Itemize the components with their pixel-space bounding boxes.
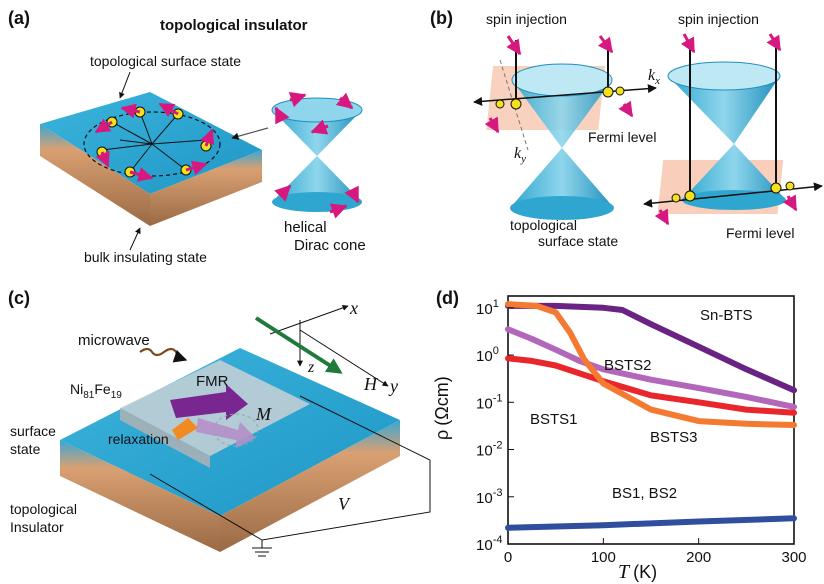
x-tick-label: 100 xyxy=(591,549,616,566)
series-label-sn-bts: Sn-BTS xyxy=(700,307,753,324)
surface-state-c-line2: state xyxy=(10,441,41,457)
field-arrow xyxy=(254,316,343,374)
slab-right-face xyxy=(150,150,262,226)
kx-label: kx xyxy=(648,67,660,87)
axis-y-label: y xyxy=(388,376,398,396)
panel-a-label: (a) xyxy=(8,8,30,28)
plot-ticks-group: 0 100 200 300 10-4 10-3 10-2 10-1 100 101 xyxy=(476,298,807,566)
microwave-wave xyxy=(139,347,188,363)
y-axis-title: ρ(Ωcm) xyxy=(432,376,452,440)
series-label-bsts2: BSTS2 xyxy=(604,357,652,374)
series-label-bsts3: BSTS3 xyxy=(650,429,698,446)
axis-z-label: z xyxy=(307,359,315,376)
ti-slab-c xyxy=(60,305,431,557)
fermi-level-left-label: Fermi level xyxy=(588,129,656,145)
surface-state-pointer xyxy=(119,71,131,99)
spin-injection-left-label: spin injection xyxy=(486,11,567,27)
series-line-bs1-bs2 xyxy=(505,515,797,531)
panel-b: (b) spin injection spin injection kx ky xyxy=(430,8,823,249)
plot-series-group xyxy=(505,301,797,531)
topological-insulator-c-line1: topological xyxy=(10,501,77,517)
surface-state-c-line1: surface xyxy=(10,423,56,439)
bulk-state-label: bulk insulating state xyxy=(84,249,207,265)
y-tick-label: 100 xyxy=(476,345,499,365)
tss-label-line2: surface state xyxy=(538,233,618,249)
relaxation-label: relaxation xyxy=(108,431,169,447)
series-line-bsts1 xyxy=(505,355,797,416)
spin-injection-right-label: spin injection xyxy=(678,11,759,27)
x-tick-label: 300 xyxy=(781,549,806,566)
panel-a-title: topological insulator xyxy=(160,17,308,34)
ky-label: ky xyxy=(514,145,526,165)
zoom-pointer xyxy=(231,127,269,140)
ti-slab-a xyxy=(40,92,262,226)
series-line-sn-bts xyxy=(505,302,797,394)
dirac-cone-right xyxy=(643,33,823,226)
plot-frame xyxy=(507,295,795,545)
relaxation-arrow xyxy=(172,418,198,440)
dirac-cone-a xyxy=(271,91,363,219)
fmr-arrow xyxy=(170,384,248,420)
series-label-bs1-bs2: BS1, BS2 xyxy=(612,485,677,502)
axis-x-label: x xyxy=(349,298,358,318)
slab-left-face xyxy=(40,124,150,226)
dirac-cone-label: Dirac cone xyxy=(294,237,366,254)
field-h-label: H xyxy=(363,374,378,394)
magnetization-m-label: M xyxy=(255,404,272,424)
panel-b-label: (b) xyxy=(430,8,453,28)
dirac-cone-left xyxy=(473,35,657,220)
fermi-level-right-label: Fermi level xyxy=(726,225,794,241)
panel-d-label: (d) xyxy=(436,288,459,308)
topological-insulator-c-line2: Insulator xyxy=(10,519,64,535)
helical-label: helical xyxy=(284,219,327,236)
y-tick-label: 10-2 xyxy=(476,440,502,460)
panel-a: (a) topological insulator topological su… xyxy=(8,8,366,265)
x-tick-label: 200 xyxy=(686,549,711,566)
y-tick-label: 10-3 xyxy=(476,487,502,507)
y-tick-label: 10-1 xyxy=(476,392,502,412)
panel-c-label: (c) xyxy=(8,288,30,308)
microwave-label: microwave xyxy=(78,332,150,349)
x-tick-label: 0 xyxy=(504,549,512,566)
panel-d-chart: (d) 0 100 200 300 10-4 10-3 10-2 10-1 100 101 ρ(Ω… xyxy=(432,288,807,583)
nife-label: Ni81Fe19 xyxy=(70,381,122,401)
series-label-bsts1: BSTS1 xyxy=(530,411,578,428)
fmr-label: FMR xyxy=(196,373,229,390)
series-line-bsts2 xyxy=(505,326,797,410)
x-axis-title: T(K) xyxy=(618,561,657,583)
series-line-bsts3 xyxy=(505,301,797,428)
tss-label-line1: topological xyxy=(510,217,577,233)
y-tick-label: 10-4 xyxy=(476,534,502,554)
panel-c: (c) microwave Ni81Fe19 FMR r xyxy=(8,288,431,557)
surface-state-label: topological surface state xyxy=(90,53,241,69)
voltage-v-label: V xyxy=(338,494,351,514)
magnetization-arrow xyxy=(196,418,256,448)
bulk-state-pointer xyxy=(129,227,141,251)
y-tick-label: 101 xyxy=(476,298,499,318)
